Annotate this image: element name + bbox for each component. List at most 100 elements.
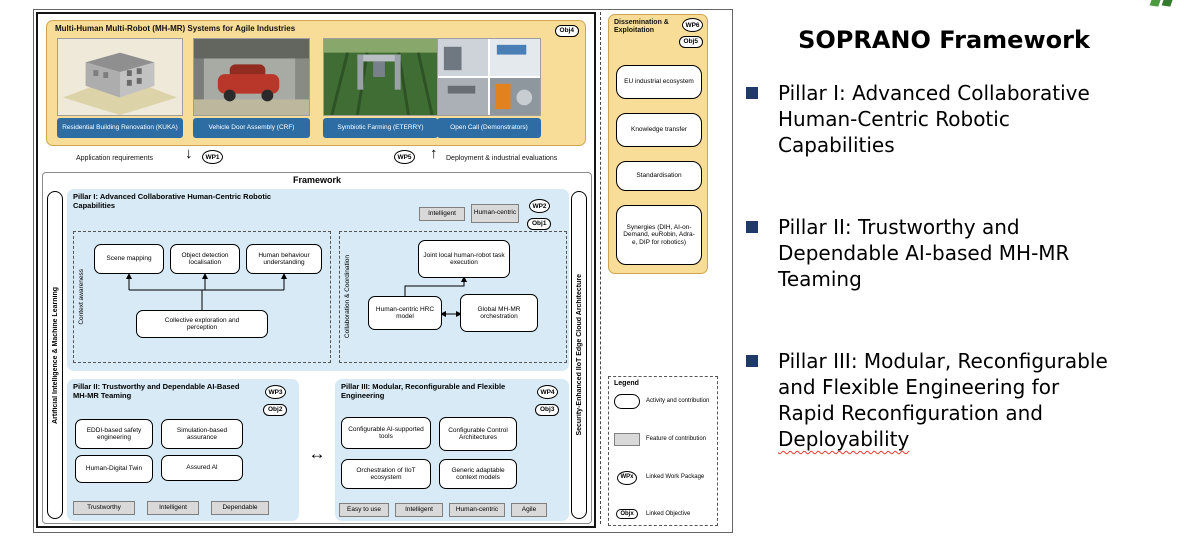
dashed-separator — [600, 12, 601, 524]
node-joint-local-task-execution: Joint local human-robot task execution — [418, 240, 510, 278]
pillar2-tag-dependable: Dependable — [211, 501, 269, 515]
node-simulation-based-assurance: Simulation-based assurance — [161, 419, 243, 449]
node-orchestration-iiot-ecosystem: Orchestration of IIoT ecosystem — [341, 459, 431, 489]
pillar3-tag-easy-to-use: Easy to use — [339, 503, 389, 517]
node-assured-ai: Assured AI — [161, 455, 243, 481]
node-configurable-ai-tools: Configurable AI-supported tools — [341, 417, 431, 449]
wp1-badge: WP1 — [202, 150, 223, 164]
wp3-badge: WP3 — [265, 385, 286, 399]
collaboration-coordination-group: Collaboration & Coordination Joint local… — [339, 231, 567, 363]
ai-ml-bar-label: Artificial Intelligence & Machine Learni… — [51, 286, 59, 424]
bullet-pillar3: Pillar III: Modular, Reconfigurable and … — [744, 348, 1128, 452]
node-standardisation: Standardisation — [616, 161, 702, 191]
legend-item-work-package: WPx Linked Work Package — [613, 470, 715, 485]
ai-ml-bar: Artificial Intelligence & Machine Learni… — [47, 191, 63, 519]
node-human-behaviour-understanding: Human behaviour understanding — [246, 244, 322, 274]
pillar1-title: Pillar I: Advanced Collaborative Human-C… — [73, 192, 272, 210]
legend-item-feature: Feature of contribution — [613, 433, 715, 447]
bullet-pillar1: Pillar I: Advanced Collaborative Human-C… — [744, 80, 1128, 158]
legend-label: Linked Objective — [646, 510, 691, 517]
node-object-detection-localisation: Object detection localisation — [170, 244, 240, 274]
legend-label: Activity and contribution — [646, 398, 710, 405]
pillar3-tag-intelligent: Intelligent — [395, 503, 443, 517]
node-scene-mapping: Scene mapping — [94, 244, 164, 274]
node-human-digital-twin: Human-Digital Twin — [75, 455, 153, 483]
pillar-link-arrow-icon: ↔ — [308, 444, 326, 463]
obj-badge-icon: Objx — [616, 508, 638, 519]
feature-shape-icon — [614, 433, 640, 447]
dissemination-panel: Dissemination & Exploitation WP6 Obj5 EU… — [608, 14, 708, 274]
node-global-mhmr-orchestration: Global MH-MR orchestration — [460, 294, 538, 332]
pillar1-tag-intelligent: Intelligent — [419, 207, 465, 221]
mhmr-systems-title: Multi-Human Multi-Robot (MH-MR) Systems … — [55, 24, 296, 33]
bullet-pillar2: Pillar II: Trustworthy and Dependable AI… — [744, 214, 1128, 292]
pillar2-tag-intelligent: Intelligent — [147, 501, 199, 515]
obj1-badge: Obj1 — [527, 218, 552, 230]
pillar2-tag-trustworthy: Trustworthy — [73, 501, 135, 515]
pillar1-panel: Pillar I: Advanced Collaborative Human-C… — [67, 189, 569, 371]
photo-residential-building — [57, 38, 183, 116]
text-panel: SOPRANO Framework Pillar I: Advanced Col… — [744, 16, 1144, 452]
pillar3-tag-agile: Agile — [511, 503, 547, 517]
legend-rows: Activity and contribution Feature of con… — [613, 394, 715, 519]
pillar1-tag-human-centric: Human-centric — [471, 204, 519, 223]
context-awareness-group: Context awareness Scene mappi — [73, 231, 331, 363]
application-requirements-label: Application requirements — [76, 155, 154, 162]
node-collective-exploration-perception: Collective exploration and perception — [136, 310, 268, 338]
iiot-architecture-bar-label: Security-Enhanced IIoT Edge Cloud Archit… — [575, 274, 583, 436]
obj3-badge: Obj3 — [535, 404, 560, 416]
slide-title: SOPRANO Framework — [798, 26, 1090, 54]
pillar3-tag-human-centric: Human-centric — [449, 503, 505, 517]
use-case-label: Vehicle Door Assembly (CRF) — [193, 118, 310, 138]
iiot-architecture-bar: Security-Enhanced IIoT Edge Cloud Archit… — [571, 191, 587, 519]
use-case-label: Residential Building Renovation (KUKA) — [57, 118, 183, 138]
activity-shape-icon — [614, 394, 640, 409]
node-eddi-safety-engineering: EDDI-based safety engineering — [75, 419, 153, 449]
legend-label: Feature of contribution — [646, 436, 707, 443]
legend-label: Linked Work Package — [646, 474, 705, 481]
wp2-badge: WP2 — [529, 199, 550, 213]
spellcheck-underlined-word: Deployability — [778, 427, 910, 451]
bullet-square-icon — [746, 221, 758, 233]
dissemination-title: Dissemination & Exploitation — [614, 19, 669, 35]
partial-logo — [1149, 0, 1181, 8]
wp4-badge: WP4 — [537, 385, 558, 399]
pillar3-title: Pillar III: Modular, Reconfigurable and … — [341, 382, 506, 400]
use-case-label: Symbiotic Farming (ETERRY) — [323, 118, 438, 138]
legend-item-activity: Activity and contribution — [613, 394, 715, 409]
mhmr-systems-panel: Multi-Human Multi-Robot (MH-MR) Systems … — [46, 20, 586, 146]
legend-panel: Legend Activity and contribution Feature… — [608, 376, 718, 526]
photo-symbiotic-farming — [323, 38, 438, 116]
use-case-label: Open Call (Demonstrators) — [437, 118, 541, 138]
framework-panel: Framework Artificial Intelligence & Mach… — [42, 172, 592, 524]
collaboration-arrows — [404, 276, 467, 317]
wp6-badge: WP6 — [682, 18, 703, 32]
pillar2-panel: Pillar II: Trustworthy and Dependable AI… — [67, 379, 299, 521]
photo-vehicle-assembly — [193, 38, 310, 116]
figure-frame: Multi-Human Multi-Robot (MH-MR) Systems … — [33, 9, 733, 533]
framework-title: Framework — [292, 175, 342, 185]
node-configurable-control-architectures: Configurable Control Architectures — [439, 417, 517, 451]
legend-item-objective: Objx Linked Objective — [613, 508, 715, 519]
obj2-badge: Obj2 — [263, 404, 288, 416]
pillar2-title: Pillar II: Trustworthy and Dependable AI… — [73, 382, 240, 400]
obj5-badge: Obj5 — [678, 36, 703, 48]
photo-open-call-collage — [437, 38, 541, 116]
use-case-open-call: Open Call (Demonstrators) — [437, 38, 541, 138]
bullet-square-icon — [746, 87, 758, 99]
bullet-square-icon — [746, 355, 758, 367]
down-arrow-icon: ↓ — [185, 145, 193, 162]
use-case-farming: Symbiotic Farming (ETERRY) — [323, 38, 438, 138]
wp5-badge: WP5 — [394, 150, 415, 164]
use-case-residential: Residential Building Renovation (KUKA) — [57, 38, 183, 138]
use-case-vehicle: Vehicle Door Assembly (CRF) — [193, 38, 310, 138]
node-eu-industrial-ecosystem: EU industrial ecosystem — [616, 65, 702, 99]
deployment-evaluations-label: Deployment & industrial evaluations — [446, 155, 558, 162]
up-arrow-icon: ↑ — [430, 145, 438, 162]
main-diagram: Multi-Human Multi-Robot (MH-MR) Systems … — [36, 12, 596, 528]
bullet-list: Pillar I: Advanced Collaborative Human-C… — [744, 80, 1144, 452]
node-human-centric-hrc-model: Human-centric HRC model — [368, 296, 442, 330]
wp-badge-icon: WPx — [617, 470, 637, 485]
node-knowledge-transfer: Knowledge transfer — [616, 113, 702, 147]
